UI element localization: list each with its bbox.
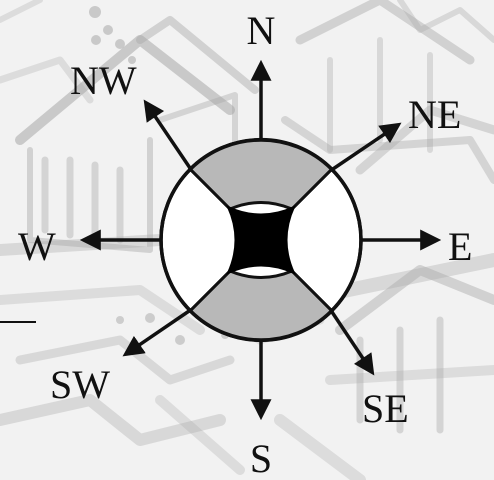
label-northeast: NE [408,92,461,137]
compass-rose-icon [84,64,437,416]
label-west: W [18,224,56,269]
label-northwest: NW [70,58,137,103]
label-southwest: SW [50,362,110,407]
compass-center-star [228,207,294,273]
label-south: S [250,436,272,480]
label-southeast: SE [362,386,409,431]
label-north: N [247,8,276,53]
arrow-sw [126,309,192,354]
label-east: E [448,224,472,269]
